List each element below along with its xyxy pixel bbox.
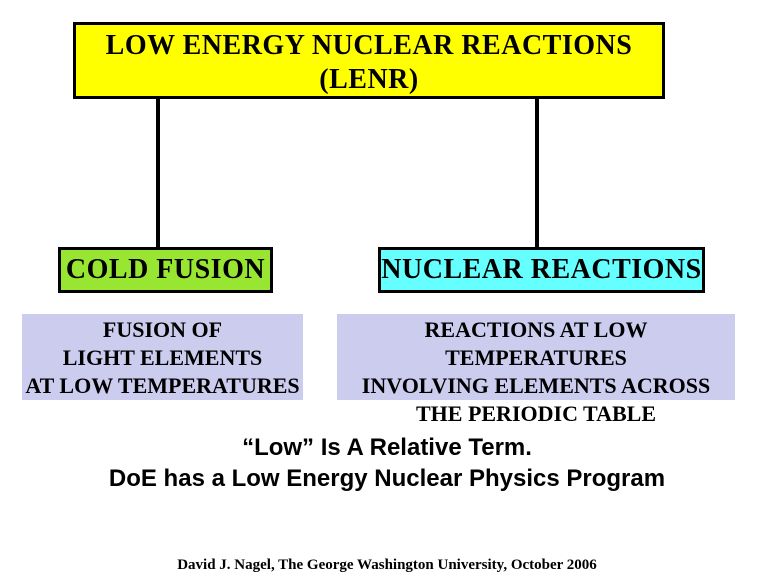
nuclear-reactions-box: NUCLEAR REACTIONS [378,247,705,293]
lenr-title-line2: (LENR) [319,64,419,95]
reactions-detail-box: REACTIONS AT LOW TEMPERATURES INVOLVING … [337,314,735,426]
emphasis-line2: DoE has a Low Energy Nuclear Physics Pro… [108,465,666,492]
reactions-detail-line3: THE PERIODIC TABLE [415,401,657,426]
fusion-detail-line2: LIGHT ELEMENTS [62,345,263,370]
cold-fusion-label: COLD FUSION [65,254,266,285]
fusion-detail-line1: FUSION OF [102,317,223,342]
lenr-title-box: LOW ENERGY NUCLEAR REACTIONS (LENR) [73,22,665,99]
reactions-detail-line1: REACTIONS AT LOW TEMPERATURES [424,317,648,370]
connector-line-right [535,99,539,247]
nuclear-reactions-label: NUCLEAR REACTIONS [381,254,702,285]
fusion-detail-line3: AT LOW TEMPERATURES [25,373,300,398]
cold-fusion-box: COLD FUSION [58,247,273,293]
connector-line-left [156,99,160,247]
fusion-detail-box: FUSION OF LIGHT ELEMENTS AT LOW TEMPERAT… [22,314,303,400]
reactions-detail-line2: INVOLVING ELEMENTS ACROSS [361,373,711,398]
lenr-title-line1: LOW ENERGY NUCLEAR REACTIONS [105,30,633,61]
footer-credit: David J. Nagel, The George Washington Un… [177,557,597,573]
emphasis-line1: “Low” Is A Relative Term. [242,434,532,461]
emphasis-text-block: “Low” Is A Relative Term. DoE has a Low … [0,432,774,494]
